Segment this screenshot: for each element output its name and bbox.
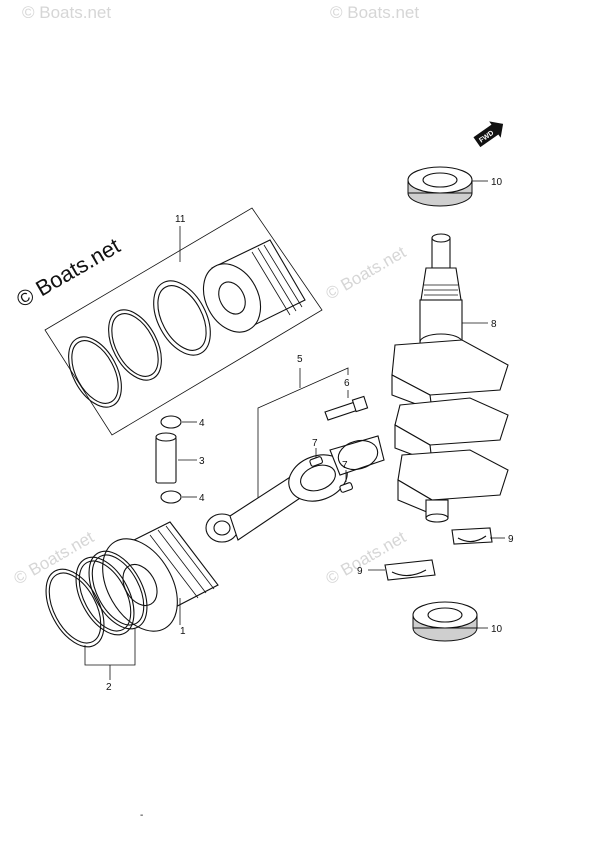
callout-9: 9 xyxy=(508,534,514,545)
callout-11: 11 xyxy=(175,214,186,225)
dowel-pins xyxy=(309,448,353,493)
callout-4: 4 xyxy=(199,418,205,429)
crankshaft xyxy=(391,233,509,523)
piston-ring-set-box xyxy=(44,207,323,436)
callout-7: 7 xyxy=(312,438,318,449)
bearing-lower xyxy=(368,559,436,581)
callout-2: 2 xyxy=(106,682,112,693)
callout-9: 9 xyxy=(357,566,363,577)
fwd-arrow-icon: FWD xyxy=(473,121,504,148)
piston-rings xyxy=(45,550,148,680)
watermark-faint: © Boats.net xyxy=(11,527,98,588)
callout-10: 10 xyxy=(491,624,503,635)
watermark-faint: © Boats.net xyxy=(330,3,419,22)
oil-seal-lower xyxy=(412,601,488,642)
callout-4: 4 xyxy=(199,493,205,504)
callout-3: 3 xyxy=(199,456,205,467)
watermark-main: © Boats.net xyxy=(12,233,124,312)
page-mark: - xyxy=(140,810,143,821)
watermark-faint: © Boats.net xyxy=(323,242,410,303)
callout-7: 7 xyxy=(342,460,348,471)
callout-labels: 11 4 3 4 1 2 5 6 7 7 10 8 9 9 10 xyxy=(106,177,514,693)
oil-seal-upper xyxy=(407,166,488,207)
callout-6: 6 xyxy=(344,378,350,389)
piston xyxy=(102,521,219,632)
callout-10: 10 xyxy=(491,177,503,188)
piston-pin xyxy=(155,432,197,484)
bearing-upper xyxy=(451,527,505,545)
piston-pin-clip-upper xyxy=(160,415,197,429)
callout-8: 8 xyxy=(491,319,497,330)
callout-1: 1 xyxy=(180,626,186,637)
callout-5: 5 xyxy=(297,354,303,365)
connecting-rod xyxy=(205,367,385,543)
watermark-faint: © Boats.net xyxy=(22,3,111,22)
piston-pin-clip-lower xyxy=(160,490,197,504)
conrod-bolt xyxy=(324,390,369,421)
